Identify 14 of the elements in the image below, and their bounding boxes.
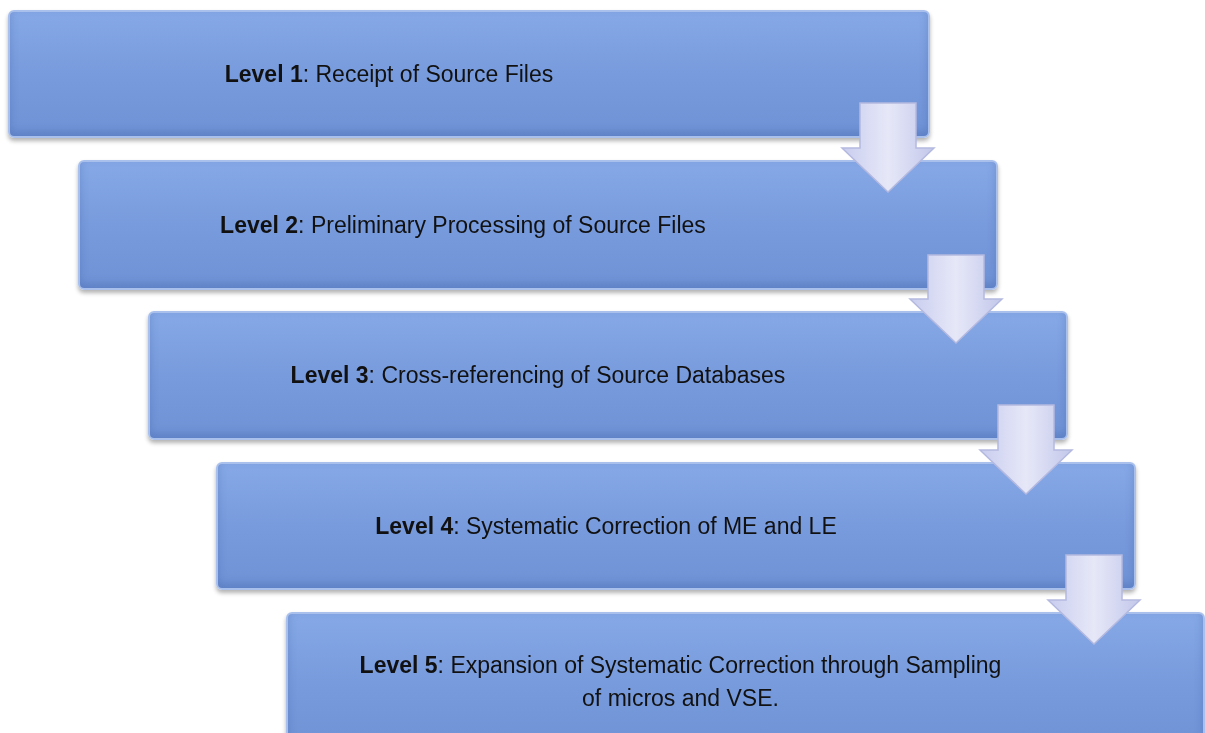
level-text: Level 4: Systematic Correction of ME and LE [375,511,837,541]
level-box [286,612,1205,733]
level-text: Level 3: Cross-referencing of Source Databases [290,361,786,390]
level-box [78,160,998,290]
level-text: Level 5: Expansion of Systematic Correction through Sampling of micros and VSE. [358,651,1003,713]
block-arrow [908,254,1004,345]
level-text: Level 2: Preliminary Processing of Source Files [220,210,706,240]
block-arrow [978,404,1074,496]
level-box [148,311,1068,440]
level-box [216,462,1136,590]
level-box [8,10,930,138]
block-arrow [1046,554,1142,646]
level-text: Level 1: Receipt of Source Files [224,59,554,89]
block-arrow [840,102,936,194]
